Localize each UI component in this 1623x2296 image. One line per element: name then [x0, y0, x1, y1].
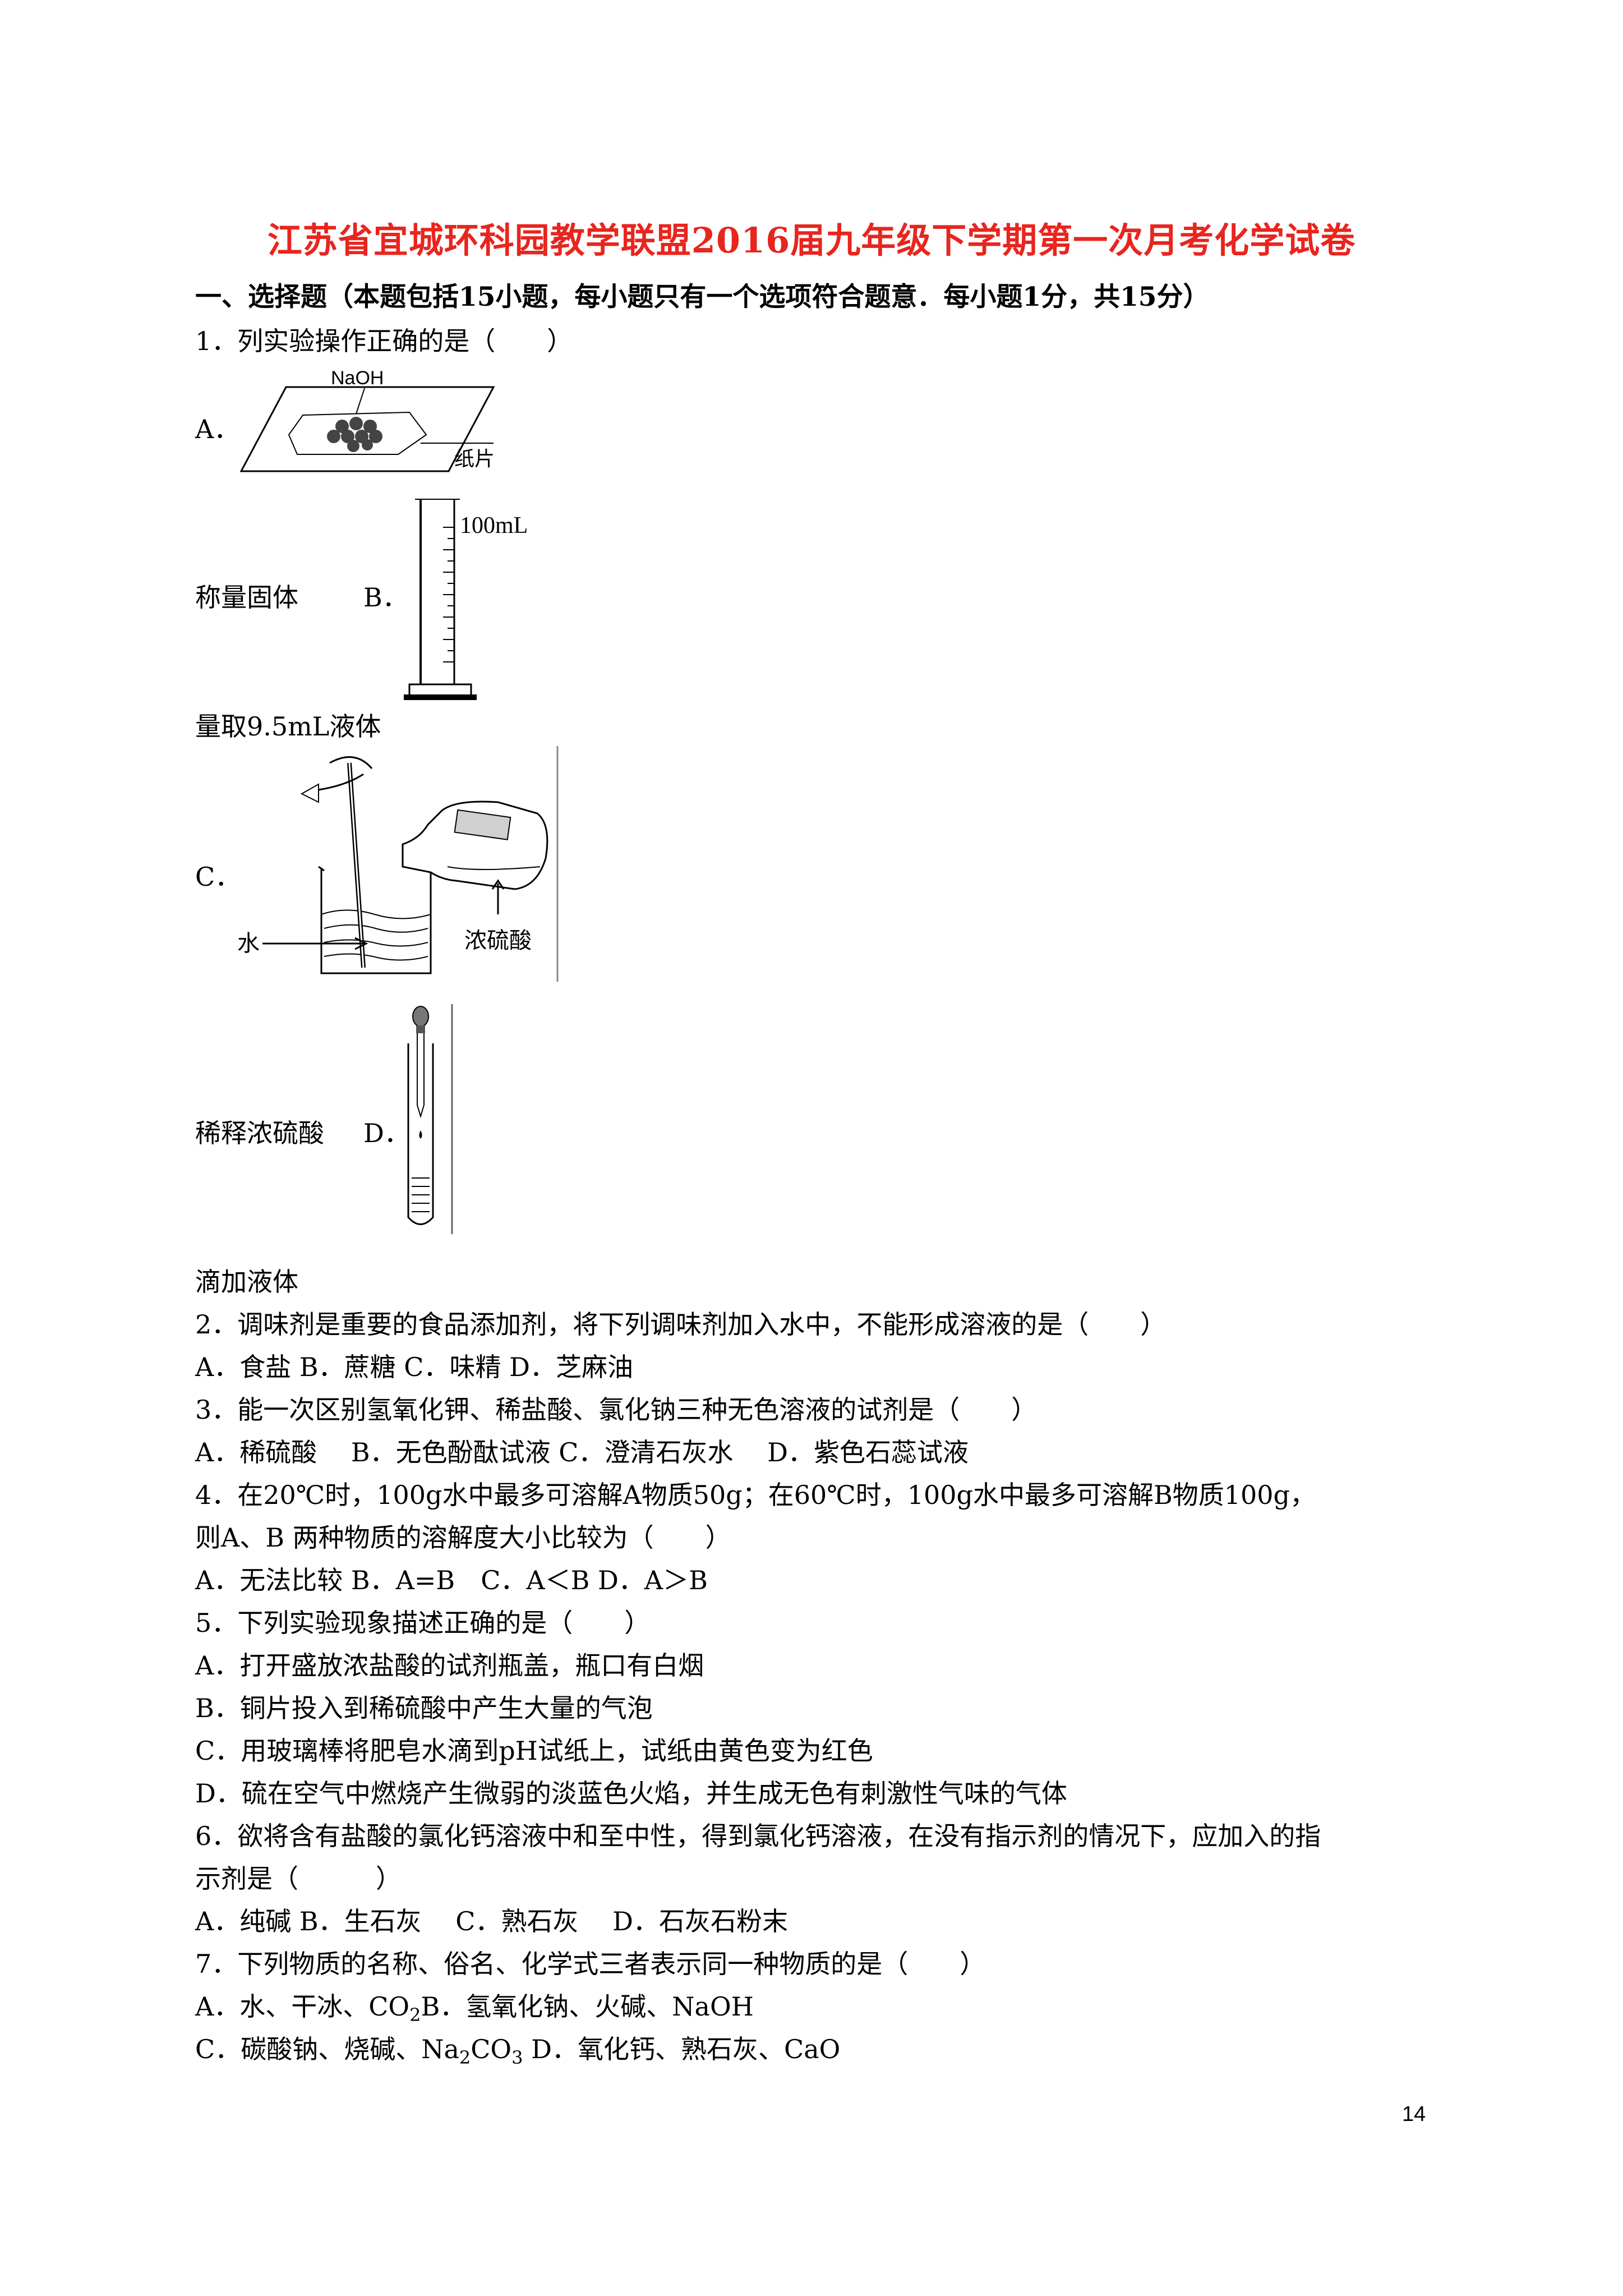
- q7-option-c-formula-mid: CO: [471, 2034, 512, 2064]
- section-heading: 一、选择题（本题包括15小题，每小题只有一个选项符合题意．每小题1分，共15分）: [195, 282, 1210, 312]
- q1-option-c-label: C．: [195, 862, 241, 892]
- q7-option-c-subscript-1: 2: [459, 2047, 471, 2068]
- naoh-label: NaOH: [331, 367, 384, 389]
- question-2-options: A．食盐 B．蔗糖 C．味精 D．芝麻油: [195, 1352, 633, 1382]
- weighing-naoh-figure: NaOH 纸片: [236, 365, 505, 477]
- question-3-options: A．稀硫酸 B．无色酚酞试液 C．澄清石灰水 D．紫色石蕊试液: [195, 1437, 969, 1467]
- q1-option-d-caption: 滴加液体: [195, 1267, 298, 1297]
- q1-option-b-label: B．: [363, 582, 408, 613]
- question-2-stem: 2．调味剂是重要的食品添加剂，将下列调味剂加入水中，不能形成溶液的是（ ）: [195, 1309, 1166, 1340]
- question-7-options-ab: A．水、干冰、CO2B．氢氧化钠、火碱、NaOH: [195, 1990, 754, 2032]
- q1-option-a-label: A．: [195, 414, 240, 444]
- question-3-stem: 3．能一次区别氢氧化钾、稀盐酸、氯化钠三种无色溶液的试剂是（ ）: [195, 1395, 1038, 1425]
- q1-option-a-caption: 称量固体: [195, 582, 298, 613]
- q7-option-a-subscript: 2: [409, 2004, 421, 2026]
- page-number: 14: [1402, 2102, 1426, 2126]
- question-4-options: A．无法比较 B．A=B C．A＜B D．A＞B: [195, 1565, 708, 1595]
- q7-option-c-subscript-2: 3: [511, 2047, 523, 2068]
- question-5-option-c: C．用玻璃棒将肥皂水滴到pH试纸上，试纸由黄色变为红色: [195, 1736, 873, 1766]
- question-4-stem-line2: 则A、B 两种物质的溶解度大小比较为（ ）: [195, 1522, 731, 1553]
- q1-option-b-caption: 量取9.5mL液体: [195, 711, 381, 742]
- q1-option-d-label: D．: [363, 1118, 410, 1148]
- acid-label: 浓硫酸: [464, 928, 532, 953]
- volume-label: 100mL: [460, 513, 528, 539]
- q7-option-b: B．氢氧化钠、火碱、NaOH: [421, 1991, 754, 2022]
- question-5-stem: 5．下列实验现象描述正确的是（ ）: [195, 1608, 651, 1638]
- q1-option-c-caption: 稀释浓硫酸: [195, 1118, 324, 1148]
- page-title: 江苏省宜城环科园教学联盟2016届九年级下学期第一次月考化学试卷: [267, 220, 1356, 261]
- q7-option-a: A．水、干冰、CO: [195, 1991, 410, 2022]
- question-5-option-d: D．硫在空气中燃烧产生微弱的淡蓝色火焰，并生成无色有刺激性气味的气体: [195, 1778, 1067, 1809]
- q7-option-c: C．碳酸钠、烧碱、Na: [195, 2034, 459, 2064]
- question-7-stem: 7．下列物质的名称、俗名、化学式三者表示同一种物质的是（ ）: [195, 1949, 986, 1979]
- question-4-stem-line1: 4．在20℃时，100g水中最多可溶解A物质50g；在60℃时，100g水中最多…: [195, 1480, 1316, 1510]
- q7-option-d: D．氧化钙、熟石灰、CaO: [523, 2034, 841, 2064]
- dilution-figure: 浓硫酸 水: [234, 746, 560, 982]
- question-6-options: A．纯碱 B．生石灰 C．熟石灰 D．石灰石粉末: [195, 1906, 788, 1936]
- question-7-options-cd: C．碳酸钠、烧碱、Na2CO3 D．氧化钙、熟石灰、CaO: [195, 2032, 840, 2074]
- water-label: 水: [237, 931, 260, 956]
- question-5-option-a: A．打开盛放浓盐酸的试剂瓶盖，瓶口有白烟: [195, 1650, 704, 1681]
- question-1-stem: 1．列实验操作正确的是（ ）: [195, 326, 573, 356]
- question-5-option-b: B．铜片投入到稀硫酸中产生大量的气泡: [195, 1693, 653, 1723]
- question-6-stem-line2: 示剂是（ ）: [195, 1864, 402, 1894]
- paper-label: 纸片: [454, 448, 495, 471]
- graduated-cylinder-figure: 100mL: [404, 494, 538, 701]
- question-6-stem-line1: 6．欲将含有盐酸的氯化钙溶液中和至中性，得到氯化钙溶液，在没有指示剂的情况下，应…: [195, 1821, 1321, 1851]
- dropper-test-tube-figure: [404, 1004, 454, 1234]
